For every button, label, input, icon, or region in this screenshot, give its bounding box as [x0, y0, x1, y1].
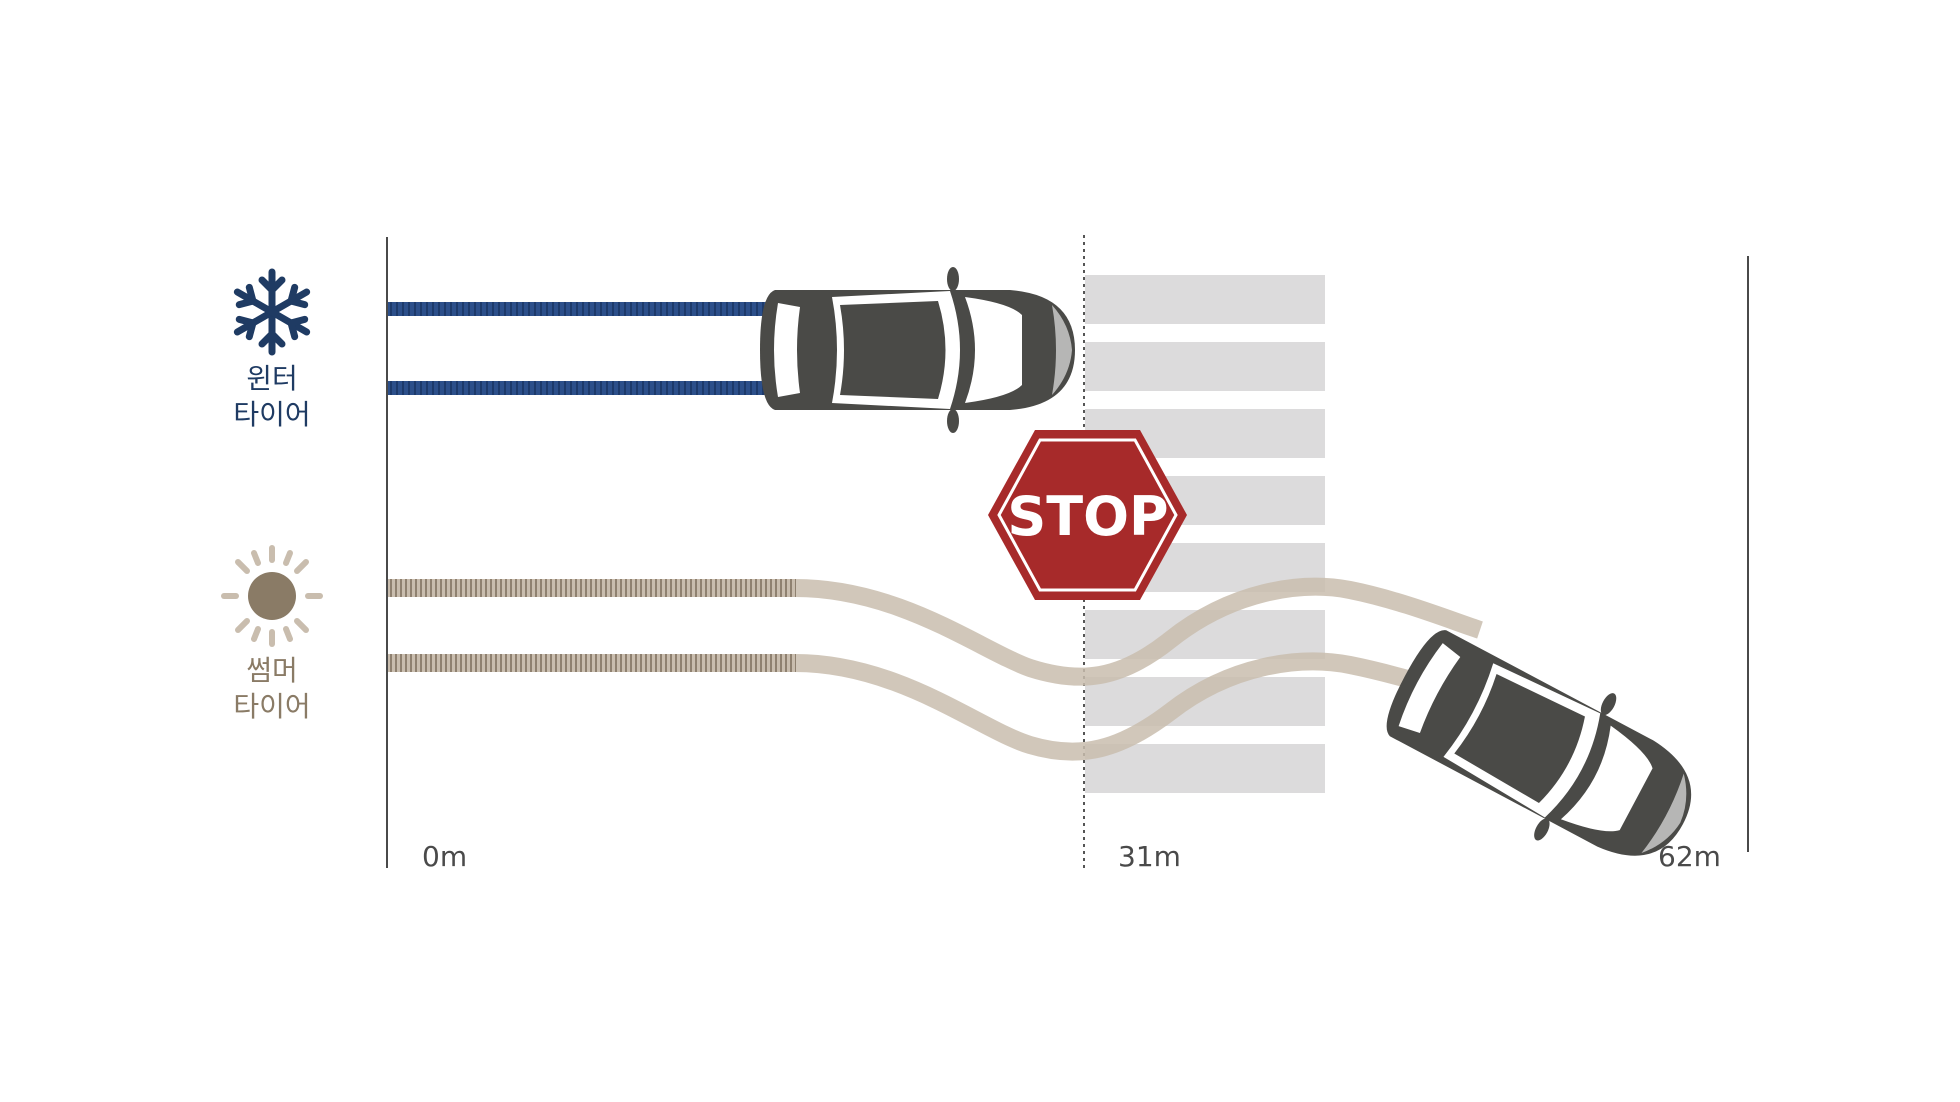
summer-tire-label-line2: 타이어 [233, 690, 310, 723]
winter-tire-label-line1: 윈터 [246, 362, 298, 395]
snowflake-icon [233, 268, 311, 356]
stop-sign: STOP [988, 430, 1187, 600]
distance-label-mid: 31m [1118, 840, 1181, 873]
summer-car [1386, 630, 1692, 856]
sun-icon [221, 545, 323, 647]
winter-tire-tracks [388, 302, 770, 395]
summer-tire-label-line1: 썸머 [246, 654, 298, 687]
summer-tire-tracks [388, 577, 1483, 761]
stop-sign-text: STOP [1007, 485, 1168, 548]
winter-car [760, 267, 1075, 433]
winter-tire-label-line2: 타이어 [233, 398, 310, 431]
distance-label-start: 0m [422, 840, 467, 873]
distance-label-end: 62m [1658, 840, 1721, 873]
